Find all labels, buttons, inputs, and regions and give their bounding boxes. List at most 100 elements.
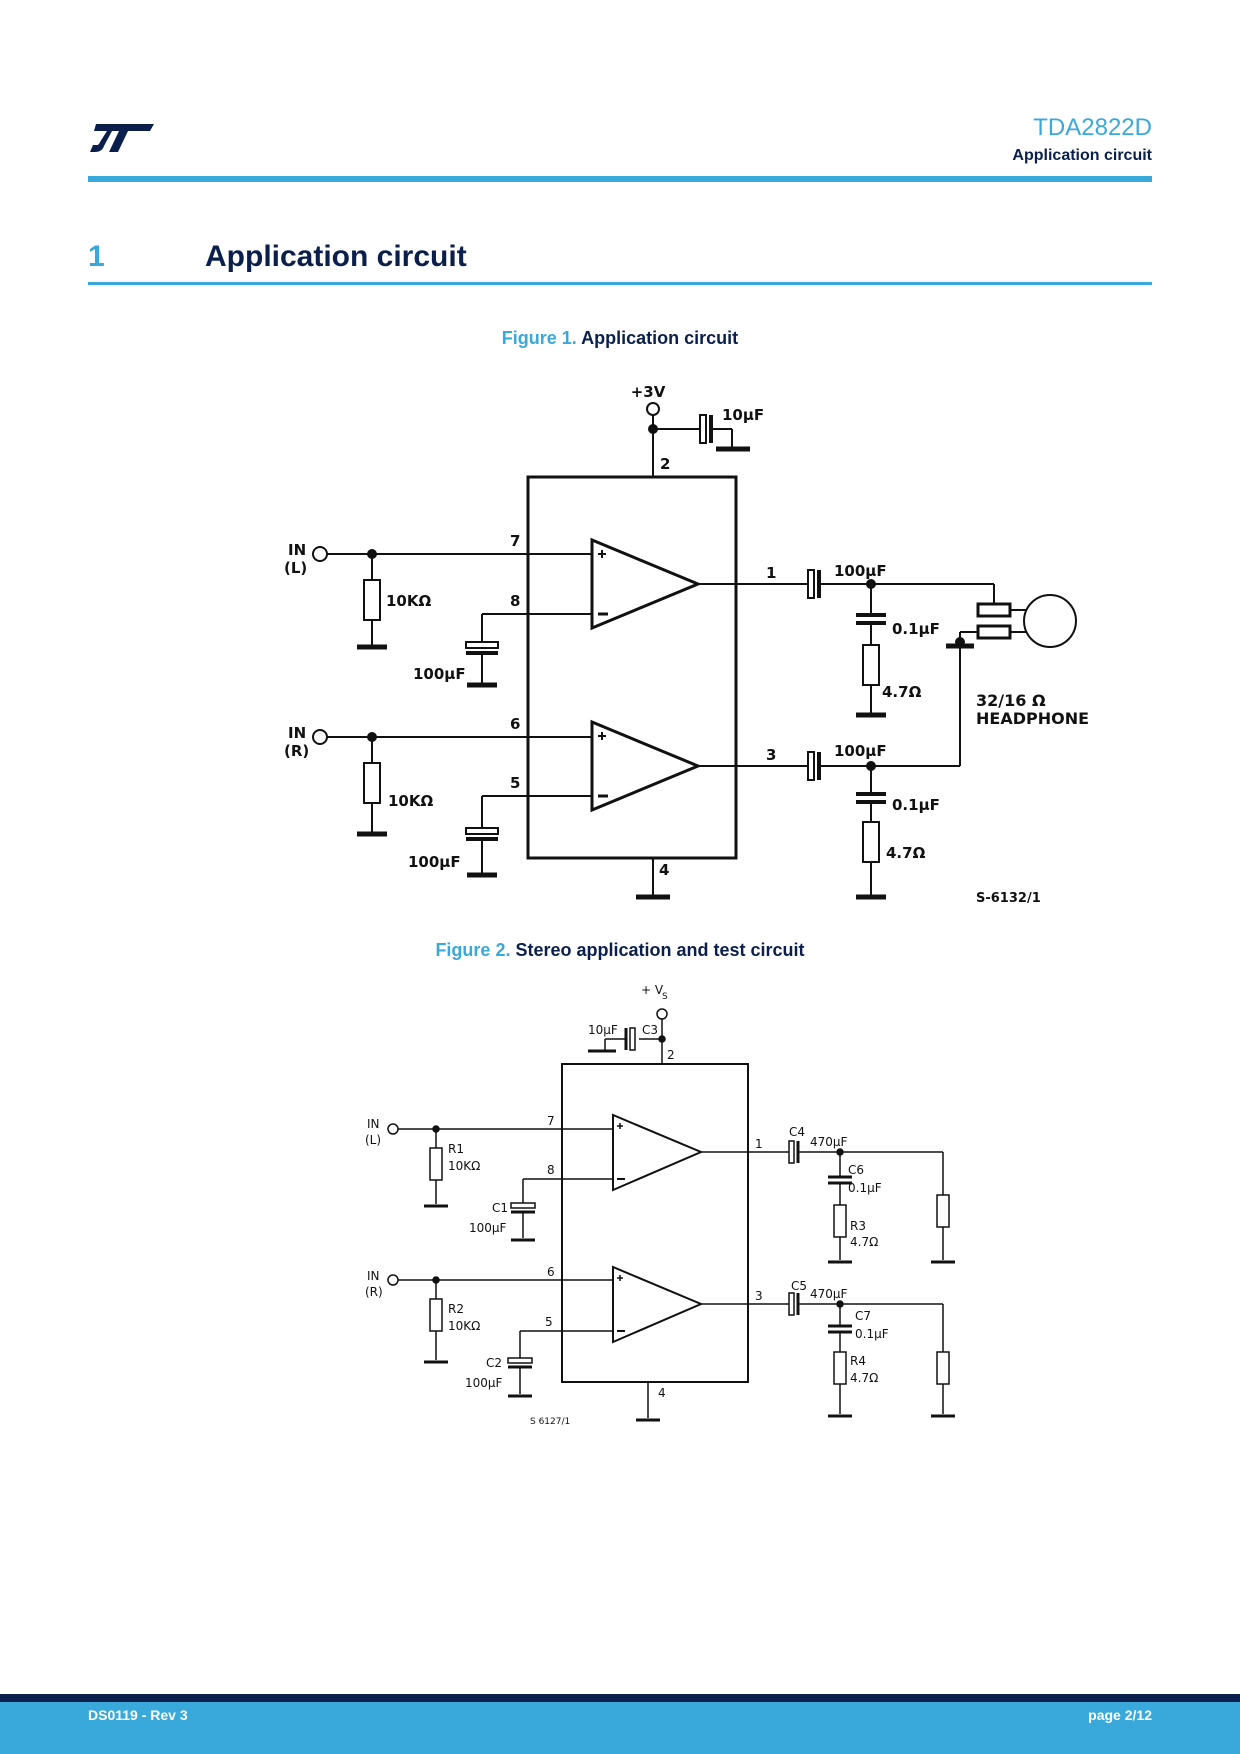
fig2-pin6: 6 [547,1265,555,1279]
figure1-opamp-right [590,719,702,813]
figure2-opamp-right [612,1265,704,1344]
figure1-output-bottom-net [698,644,961,900]
section-title: Application circuit [205,240,467,273]
figure2-input-right-net [387,1274,613,1398]
figure2-title: Stereo application and test circuit [515,940,805,960]
header-section-name: Application circuit [1012,147,1152,164]
fig1-res-right: 10KΩ [388,792,433,810]
fig1-in-right-ch: (R) [284,742,309,760]
footer-bar [0,1702,1240,1754]
fig2-pin1: 1 [755,1137,763,1151]
figure1-labels: +3V 10µF IN (L) IN (R) 7 8 6 5 2 1 3 4 1… [284,383,1089,906]
section-number: 1 [88,240,105,273]
fig2-r1: R1 [448,1142,464,1156]
fig1-fbcap-right: 100µF [408,853,461,871]
fig1-supply-cap-label: 10µF [722,406,764,424]
fig2-r3: R3 [850,1219,866,1233]
fig1-in-right: IN [288,724,306,742]
fig1-headphone-label: HEADPHONE [976,709,1089,728]
footer-rule [0,1694,1240,1702]
figure2-opamp-left [612,1113,704,1192]
figure1-schematic: +3V 10µF IN (L) IN (R) 7 8 6 5 2 1 3 4 1… [284,383,1089,906]
figure2-ground-pin4 [636,1382,660,1422]
fig1-snubres-top: 4.7Ω [882,683,922,701]
fig2-pin5: 5 [545,1315,553,1329]
section-rule [88,282,1152,285]
fig1-supply-label: +3V [631,383,666,401]
fig2-in-right-ch: (R) [365,1285,383,1299]
figure1-ic-body [526,475,738,860]
figure1-input-left-net [312,546,592,688]
fig2-supply-label: + V [641,983,664,997]
fig2-c1: C1 [492,1201,508,1215]
st-logo [90,124,154,152]
figure2-output-bottom-net [701,1292,955,1418]
header-part-number: TDA2822D [1033,114,1152,141]
figure2-labels: + V S 10µF C3 IN (L) IN (R) R1 10KΩ R2 1… [365,983,889,1427]
figure2-output-top-net [701,1140,955,1264]
fig1-pin2: 2 [660,455,670,473]
figure2-label: Figure 2. [435,940,511,960]
fig2-c1-value: 100µF [469,1221,507,1235]
footer-page-number: page 2/12 [1088,1707,1152,1723]
figure2-ic-body [561,1063,749,1383]
fig2-in-right: IN [367,1269,380,1283]
figure2-schematic: + V S 10µF C3 IN (L) IN (R) R1 10KΩ R2 1… [365,983,955,1427]
figure1-title: Application circuit [581,328,739,348]
fig2-pin4: 4 [658,1386,666,1400]
figure2-supply-net [588,1008,668,1064]
fig2-c7-value: 0.1µF [855,1327,889,1341]
fig2-c5-value: 470µF [810,1287,848,1301]
fig1-pin5: 5 [510,774,520,792]
fig2-r3-value: 4.7Ω [850,1235,878,1249]
figure2-input-left-net [387,1123,613,1242]
fig2-drawing-code: S 6127/1 [530,1417,570,1427]
fig2-c7: C7 [855,1309,871,1323]
fig1-in-left: IN [288,541,306,559]
fig1-snubcap-bottom: 0.1µF [892,796,940,814]
figure1-supply-net [646,402,750,477]
fig1-pin7: 7 [510,532,520,550]
fig2-supply-sub: S [662,992,668,1002]
fig1-snubres-bottom: 4.7Ω [886,844,926,862]
fig2-in-left-ch: (L) [365,1133,381,1147]
fig2-c3: C3 [642,1023,658,1037]
fig2-pin7: 7 [547,1114,555,1128]
fig1-drawing-code: S-6132/1 [976,891,1041,906]
fig1-pin6: 6 [510,715,520,733]
figure1-label: Figure 1. [501,328,577,348]
fig2-c5: C5 [791,1279,807,1293]
figure1-ground-pin4 [636,858,670,900]
fig2-c4-value: 470µF [810,1135,848,1149]
fig2-c3-value: 10µF [588,1023,618,1037]
header-rule [88,176,1152,182]
footer-doc-id: DS0119 - Rev 3 [88,1707,188,1723]
fig1-outcap-bottom: 100µF [834,742,887,760]
fig2-pin3: 3 [755,1289,763,1303]
fig1-res-left: 10KΩ [386,592,431,610]
fig2-c2-value: 100µF [465,1376,503,1390]
fig2-c4: C4 [789,1125,805,1139]
fig1-pin3: 3 [766,746,776,764]
figure1-headphone [946,584,1077,649]
fig2-in-left: IN [367,1117,380,1131]
fig2-r4-value: 4.7Ω [850,1371,878,1385]
fig2-r4: R4 [850,1354,866,1368]
fig2-pin2: 2 [667,1048,675,1062]
fig1-pin1: 1 [766,564,776,582]
fig2-r2-value: 10KΩ [448,1319,480,1333]
fig1-outcap-top: 100µF [834,562,887,580]
fig2-c2: C2 [486,1356,502,1370]
fig2-r2: R2 [448,1302,464,1316]
fig1-fbcap-left: 100µF [413,665,466,683]
figure1-input-right-net [312,729,592,878]
fig2-c6-value: 0.1µF [848,1181,882,1195]
figure2-caption: Figure 2. Stereo application and test ci… [0,940,1240,961]
fig1-headphone-impedance: 32/16 Ω [976,691,1046,710]
fig2-r1-value: 10KΩ [448,1159,480,1173]
figure1-output-top-net [698,569,994,718]
fig1-in-left-ch: (L) [284,559,307,577]
figure1-caption: Figure 1. Application circuit [0,328,1240,349]
fig1-pin8: 8 [510,592,520,610]
fig1-snubcap-top: 0.1µF [892,620,940,638]
